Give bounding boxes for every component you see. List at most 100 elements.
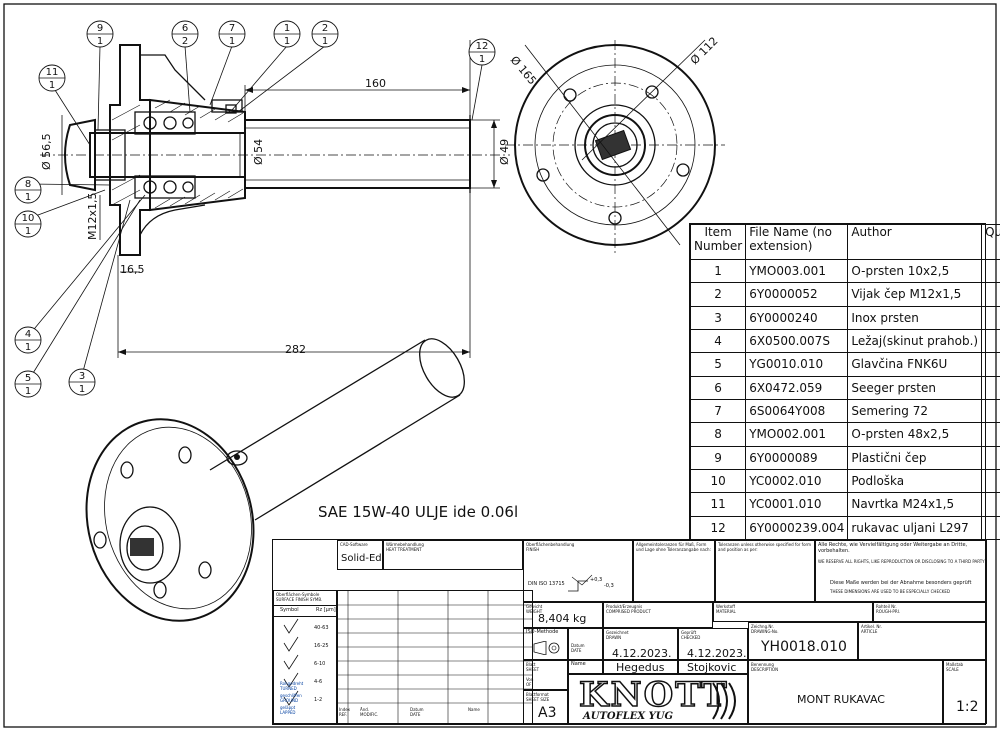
balloon-1: 11 <box>273 20 301 48</box>
balloon-item: 10 <box>22 213 35 224</box>
logo-arcs <box>712 682 736 720</box>
bom-item: 12 <box>689 515 747 541</box>
balloon-10: 101 <box>14 210 42 238</box>
index-label: Index REF. <box>339 707 351 717</box>
balloon-item: 12 <box>476 41 489 52</box>
special-check-text: Diese Maße werden bei der Abnahme besond… <box>830 580 972 586</box>
bom-item: 8 <box>689 422 747 447</box>
article-cell: Artikel. Nr. ARTICLE <box>858 622 987 660</box>
isometric-view <box>85 338 465 622</box>
surface-label: Oberflächenbehandlung FINISH <box>526 542 575 552</box>
name-row-label: Name <box>571 661 586 667</box>
bom-qty: 1 <box>981 492 1000 517</box>
rough-part-cell: Rohteil Nr. ROUGH-PRI. <box>873 602 987 622</box>
date-row-label: Datum DATE <box>571 643 585 653</box>
bom-item: 10 <box>689 468 747 494</box>
balloon-5: 51 <box>14 370 42 398</box>
bom-item: 5 <box>689 352 747 377</box>
sheet-label: Blatt SHEET <box>526 662 540 672</box>
general-tolerance-cell: Allgemeintoleranzen für Maß, Form und La… <box>633 540 715 602</box>
rough-part-label: Rohteil Nr. ROUGH-PRI. <box>876 604 901 614</box>
balloon-item: 9 <box>97 23 103 34</box>
iso-tolerance: DIN ISO 13715 <box>528 581 565 587</box>
svg-text:-0,3: -0,3 <box>604 583 614 589</box>
bom-author: rukavac uljani L297 <box>847 515 983 541</box>
dim-d165: Ø 165 <box>508 54 539 88</box>
rz-value: 4-6 <box>314 679 323 685</box>
flange-outline <box>514 44 716 246</box>
leader-lines <box>29 45 483 379</box>
balloon-item: 11 <box>46 67 59 78</box>
material-label: Werkstoff MATERIAL <box>716 604 736 614</box>
revision-area: Index REF. Änd. MODIFIC. Datum DATE Name <box>337 590 533 724</box>
title-block: Oberflächen-Symbole SURFACE FINISH SYMB.… <box>272 539 987 725</box>
balloon-qty: 1 <box>284 36 290 47</box>
bom-qty: 1 <box>981 515 1000 541</box>
bom-author: Ležaj(skinut prahob.) <box>847 328 983 354</box>
surface-treatment-cell: Oberflächenbehandlung FINISH DIN ISO 137… <box>523 540 633 602</box>
balloon-qty: 1 <box>229 36 235 47</box>
bom-author: Plastični čep <box>847 445 983 470</box>
copyright-text-en: WE RESERVE ALL RIGHTS, LIKE REPRODUCTION… <box>818 559 985 564</box>
product-cell: Produkt/Erzeugnis COMPRISED PRODUCT <box>603 602 713 628</box>
tube-end <box>419 338 465 398</box>
balloon-qty: 2 <box>182 36 188 47</box>
bom-file: 6Y0000240 <box>745 305 849 330</box>
iso-hub <box>119 506 181 584</box>
checked-by-cell: Stojkovic <box>678 660 748 674</box>
balloon-3: 31 <box>68 368 96 396</box>
dim-160: 160 <box>365 77 386 90</box>
bom-author: Inox prsten <box>847 305 983 330</box>
bom-header-item: Item Number <box>689 224 747 260</box>
seal <box>211 99 243 113</box>
symbol-col: Symbol <box>280 607 299 613</box>
balloon-item: 6 <box>182 23 188 34</box>
hub-body <box>149 98 246 212</box>
bom-author: Glavčina FNK6U <box>847 352 983 377</box>
format-label: Blattformat SHEET SIZE <box>526 692 550 702</box>
logo-sub: AUTOFLEX YUG <box>583 711 674 722</box>
centre-nut <box>594 129 632 161</box>
finish-label: geläppt LAPPED <box>280 705 296 715</box>
bom-item: 9 <box>689 445 747 470</box>
weight-label: Gewicht WEIGHT <box>526 604 543 614</box>
finish-checkmarks <box>283 618 299 706</box>
bom-header-author: Author <box>847 224 983 260</box>
balloon-12: 121 <box>468 38 496 66</box>
drawn-by: Hegedus <box>616 661 665 674</box>
form-tol-label: Toleranzen unless otherwise specified fo… <box>718 542 812 552</box>
balloon-item: 2 <box>322 23 328 34</box>
balloon-2: 21 <box>311 20 339 48</box>
rz-value: 6-10 <box>314 661 326 667</box>
rz-col: Rz [µm] <box>316 607 336 613</box>
bom-item: 2 <box>689 282 747 307</box>
finish-label: Rohgedreht TURNED <box>280 681 304 691</box>
logo-main: KNOTT <box>578 675 729 716</box>
bom-item: 3 <box>689 305 747 330</box>
change-label: Änd. MODIFIC. <box>360 707 379 717</box>
bom-file: 6X0500.007S <box>745 328 849 354</box>
weight-value: 8,404 kg <box>538 612 587 625</box>
drawing-no-label: Zeichng.Nr. DRAWING-No. <box>751 624 779 634</box>
iso-method-label: ISO-Methode <box>526 629 559 635</box>
bom-item: 7 <box>689 398 747 424</box>
scale-value: 1:2 <box>956 699 979 715</box>
date-name-header: Datum DATE <box>568 628 603 660</box>
bom-author: Navrtka M24x1,5 <box>847 492 983 517</box>
checked-cell: Geprüft CHECKED 4.12.2023. <box>678 628 748 660</box>
description-cell: Benennung DESCRIPTION MONT RUKAVAC <box>748 660 943 724</box>
article-label: Artikel. Nr. ARTICLE <box>861 624 882 634</box>
bom-file: 6X0472.059 <box>745 375 849 400</box>
iso-method-cell: ISO-Methode <box>523 628 568 660</box>
dim-d54: Ø 54 <box>252 139 265 165</box>
axle-tube <box>244 119 471 189</box>
checked-label: Geprüft CHECKED <box>681 630 701 640</box>
bom-qty: 1 <box>981 468 1000 494</box>
